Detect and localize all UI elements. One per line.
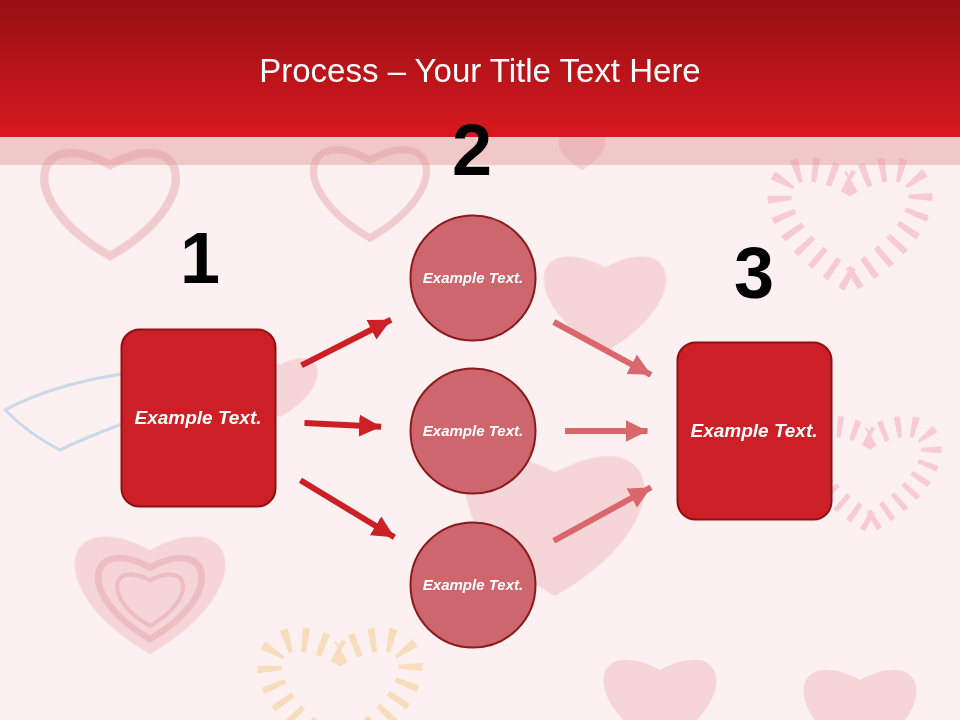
process-box: Example Text. [120,328,277,508]
flow-arrow [565,428,648,434]
node-text: Example Text. [690,417,817,446]
flow-arrow [554,322,651,375]
node-text: Example Text. [134,404,261,433]
flow-arrow [301,320,391,366]
callout-number: 3 [734,237,774,309]
node-text: Example Text. [423,574,523,597]
flow-arrow [304,423,381,427]
flow-arrow [300,480,394,537]
process-circle: Example Text. [409,367,537,495]
flow-arrow [554,487,651,540]
box-shape [121,330,275,507]
node-text: Example Text. [423,420,523,443]
node-text: Example Text. [423,267,523,290]
slide-title: Process – Your Title Text Here [0,52,960,90]
circle-shape [411,216,536,341]
box-shape [677,343,831,520]
process-box: Example Text. [676,341,833,521]
circle-shape [411,523,536,648]
circle-shape [411,369,536,494]
callout-number: 1 [180,222,220,294]
callout-number: 2 [452,114,492,186]
process-circle: Example Text. [409,521,537,649]
process-circle: Example Text. [409,214,537,342]
